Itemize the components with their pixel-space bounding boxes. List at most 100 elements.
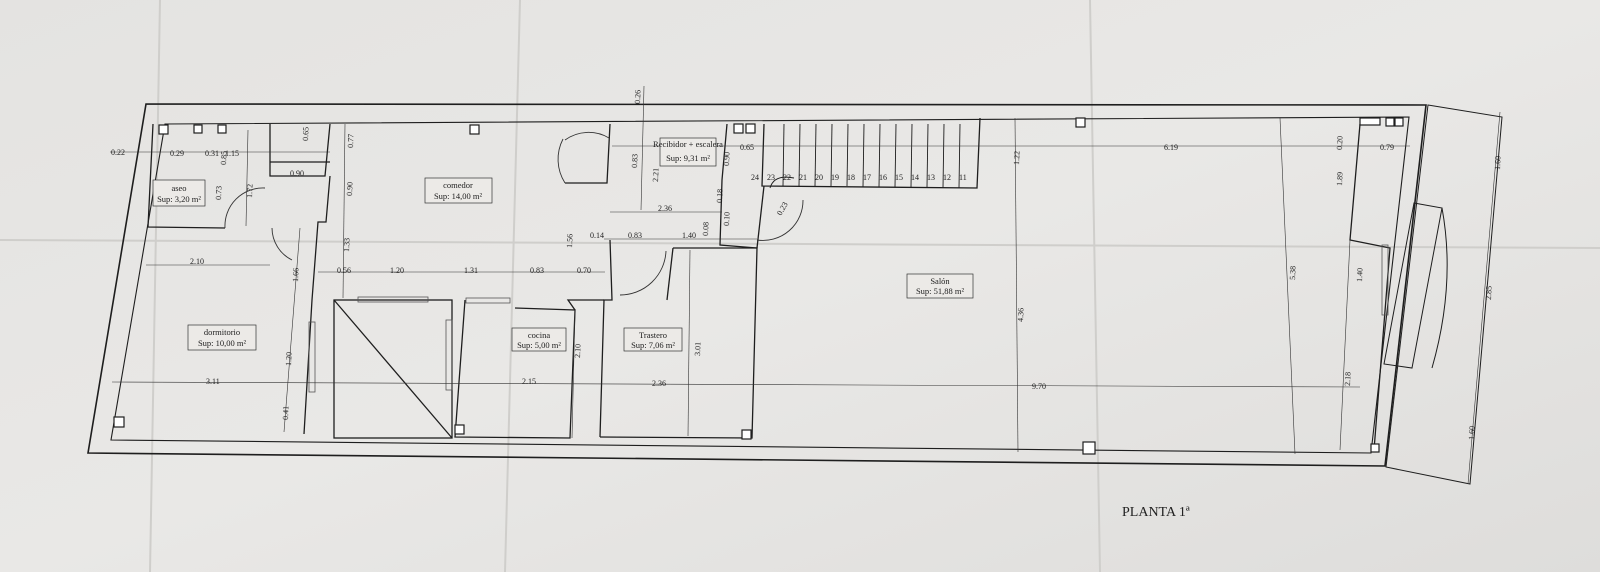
dim-label: 0.31: [205, 149, 219, 158]
dim-label: 0.90: [345, 182, 354, 196]
dim-label: 0.08: [701, 222, 710, 236]
step-number: 14: [911, 173, 919, 182]
dimension-lines: [110, 85, 1501, 485]
dim-label: 0.18: [715, 189, 724, 203]
room-recibidor: Recibidor + escalera Sup: 9,31 m²: [653, 137, 723, 167]
interior-walls: [147, 117, 1391, 451]
dim-label: 0.10: [722, 212, 731, 226]
room-aseo: aseo Sup: 3,20 m²: [152, 179, 206, 207]
room-name: Trastero: [639, 330, 667, 340]
step-number: 16: [879, 173, 887, 182]
dim-label: 2.21: [651, 168, 660, 182]
room-name: cocina: [528, 330, 550, 340]
dim-label: 0.26: [633, 90, 642, 104]
dim-label: 6.19: [1164, 143, 1178, 152]
dim-label: 2.36: [658, 204, 672, 213]
dim-label: 5.38: [1288, 266, 1297, 280]
dim-label: 0.90: [722, 152, 731, 166]
room-comedor: comedor Sup: 14,00 m²: [424, 177, 493, 204]
room-area: Sup: 14,00 m²: [434, 191, 483, 201]
room-area: Sup: 5,00 m²: [517, 340, 561, 350]
dim-label: 0.85: [219, 151, 228, 165]
dim-label: 0.83: [630, 154, 639, 168]
dim-label: 0.14: [590, 231, 604, 240]
dim-label: 1.56: [565, 234, 574, 248]
dim-label: 0.56: [337, 266, 351, 275]
room-cocina: cocina Sup: 5,00 m²: [511, 327, 567, 352]
dim-label: 1.66: [291, 268, 300, 282]
dim-label: 3.01: [693, 342, 702, 356]
dim-label: 0.65: [740, 143, 754, 152]
dim-label: 0.65: [301, 127, 310, 141]
dim-label: 2.10: [573, 344, 582, 358]
room-dormitorio: dormitorio Sup: 10,00 m²: [187, 324, 257, 351]
door-swings: [224, 131, 804, 296]
dim-label: 0.20: [1335, 136, 1344, 150]
dim-label: 1.40: [682, 231, 696, 240]
step-number: 11: [959, 173, 967, 182]
room-area: Sup: 51,88 m²: [916, 286, 965, 296]
room-trastero: Trastero Sup: 7,06 m²: [623, 327, 683, 352]
plan-title: PLANTA 1ª: [1122, 505, 1190, 520]
dim-label: 1.40: [1355, 268, 1364, 282]
dim-label: 1.60: [1493, 156, 1502, 170]
dimension-labels: 0.22 0.29 0.31 1.15 0.85 0.65 0.77 0.26 …: [111, 90, 1502, 440]
windows: [308, 244, 1389, 393]
room-labels: aseo Sup: 3,20 m² comedor Sup: 14,00 m² …: [152, 137, 974, 352]
dim-label: 0.77: [346, 134, 355, 148]
dim-label: 2.10: [190, 257, 204, 266]
step-number: 23: [767, 173, 775, 182]
room-name: Salón: [930, 276, 950, 286]
step-number: 17: [863, 173, 871, 182]
dim-label: 0.90: [290, 169, 304, 178]
staircase: [769, 123, 961, 189]
dim-label: 0.73: [214, 186, 223, 200]
dim-label: 2.85: [1484, 286, 1493, 300]
dim-label: 9.70: [1032, 382, 1046, 391]
dim-label: 1.22: [1012, 151, 1021, 165]
dim-label: 3.11: [206, 377, 220, 386]
structural-columns: [113, 117, 1404, 455]
dim-label: 2.36: [652, 379, 666, 388]
dim-label: 4.36: [1016, 308, 1025, 322]
step-number: 18: [847, 173, 855, 182]
room-name: comedor: [443, 180, 473, 190]
room-name: aseo: [171, 183, 186, 193]
dim-label: 0.79: [1380, 143, 1394, 152]
dim-label: 1.15: [225, 149, 239, 158]
dim-label: 0.83: [628, 231, 642, 240]
room-area: Sup: 10,00 m²: [198, 338, 247, 348]
dim-label: 0.41: [281, 406, 290, 420]
step-number: 13: [927, 173, 935, 182]
step-number: 20: [815, 173, 823, 182]
step-number: 15: [895, 173, 903, 182]
room-area: Sup: 9,31 m²: [666, 153, 710, 163]
room-area: Sup: 3,20 m²: [157, 194, 201, 204]
room-area: Sup: 7,06 m²: [631, 340, 675, 350]
dim-label: 1.89: [1335, 172, 1344, 186]
dim-label: 0.70: [577, 266, 591, 275]
room-salon: Salón Sup: 51,88 m²: [906, 273, 974, 299]
dim-label: 1.20: [284, 352, 293, 366]
stair-step-labels: 24 23 22 21 20 19 18 17 16 15 14 13 12 1…: [751, 173, 967, 182]
dim-label: 1.33: [342, 238, 351, 252]
building-outline: [87, 103, 1503, 485]
room-name: Recibidor + escalera: [653, 139, 723, 149]
step-number: 19: [831, 173, 839, 182]
step-number: 22: [783, 173, 791, 182]
dim-label: 1.20: [390, 266, 404, 275]
dim-label: 1.72: [245, 184, 254, 198]
room-name: dormitorio: [204, 327, 240, 337]
step-number: 21: [799, 173, 807, 182]
dim-label: 2.18: [1343, 372, 1352, 386]
step-number: 24: [751, 173, 759, 182]
dim-label: 0.22: [111, 148, 125, 157]
step-number: 12: [943, 173, 951, 182]
dim-label: 1.60: [1467, 426, 1476, 440]
dim-label: 0.83: [530, 266, 544, 275]
dim-label: 2.15: [522, 377, 536, 386]
